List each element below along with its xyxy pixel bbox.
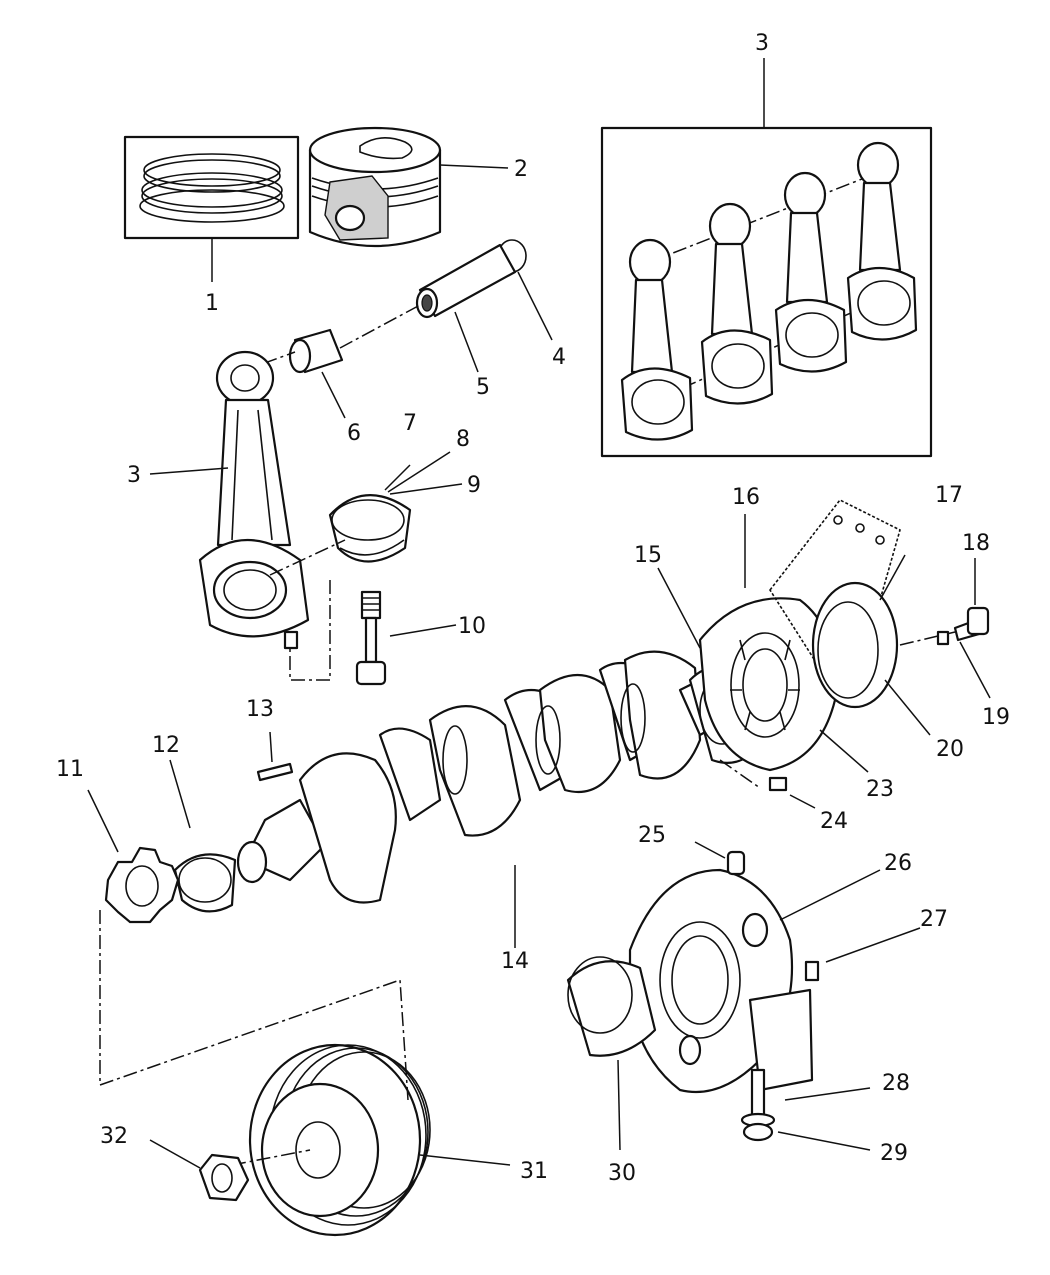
crankshaft-pulley [99, 910, 511, 1237]
connecting-rod [149, 350, 310, 650]
piston-pin [339, 243, 517, 373]
crankshaft-sprocket [87, 789, 180, 924]
callout-12: 12 [152, 733, 180, 758]
front-bearing-carrier [628, 868, 881, 1094]
callout-8: 8 [456, 427, 470, 452]
callout-26: 26 [884, 851, 912, 876]
callout-14: 14 [501, 949, 529, 974]
carrier-bolt [899, 558, 991, 699]
connecting-rod-set [600, 58, 933, 458]
callout-27: 27 [920, 907, 948, 932]
callout-23: 23 [866, 777, 894, 802]
front-main-bearing [169, 759, 237, 913]
callout-10: 10 [458, 614, 486, 639]
callout-6: 6 [347, 421, 361, 446]
piston [308, 126, 509, 248]
callout-28: 28 [882, 1071, 910, 1096]
rear-oil-seal [811, 554, 931, 736]
pulley-nut [149, 1139, 250, 1202]
callout-4: 4 [552, 345, 566, 370]
crankshaft [236, 650, 737, 948]
callout-24: 24 [820, 809, 848, 834]
callout-labels: 1 2 3 3 4 5 6 7 8 9 10 11 12 13 14 15 16… [56, 31, 1010, 1186]
callout-18: 18 [962, 531, 990, 556]
oil-fitting [694, 841, 746, 876]
carrier-mount-bolt [740, 1068, 871, 1151]
callout-2: 2 [514, 157, 528, 182]
locating-dowel [804, 927, 921, 982]
callout-9: 9 [467, 473, 481, 498]
callout-1: 1 [205, 291, 219, 316]
callout-15: 15 [634, 543, 662, 568]
piston-ring-set [123, 135, 300, 282]
rod-bolt [289, 580, 457, 686]
callout-17: 17 [935, 483, 963, 508]
rod-set-rod-2 [700, 202, 774, 405]
callout-16: 16 [732, 485, 760, 510]
carrier-gasket [769, 498, 901, 773]
callout-31: 31 [520, 1159, 548, 1184]
callout-7: 7 [403, 411, 417, 436]
rod-set-rod-1 [620, 238, 694, 441]
dowel-pin [719, 759, 816, 809]
callout-32: 32 [100, 1124, 128, 1149]
callout-13: 13 [246, 697, 274, 722]
callout-25: 25 [638, 823, 666, 848]
callout-19: 19 [982, 705, 1010, 730]
rod-set-rod-4 [846, 141, 918, 341]
woodruff-key [256, 731, 294, 782]
rod-bearing [269, 451, 463, 576]
front-main-bearing-shell [566, 956, 657, 1151]
callout-3-set: 3 [755, 31, 769, 56]
callout-29: 29 [880, 1141, 908, 1166]
callout-30: 30 [608, 1161, 636, 1186]
callout-11: 11 [56, 757, 84, 782]
rod-set-rod-3 [774, 171, 848, 373]
callout-3-rod: 3 [127, 463, 141, 488]
callout-20: 20 [936, 737, 964, 762]
callout-5: 5 [476, 375, 490, 400]
